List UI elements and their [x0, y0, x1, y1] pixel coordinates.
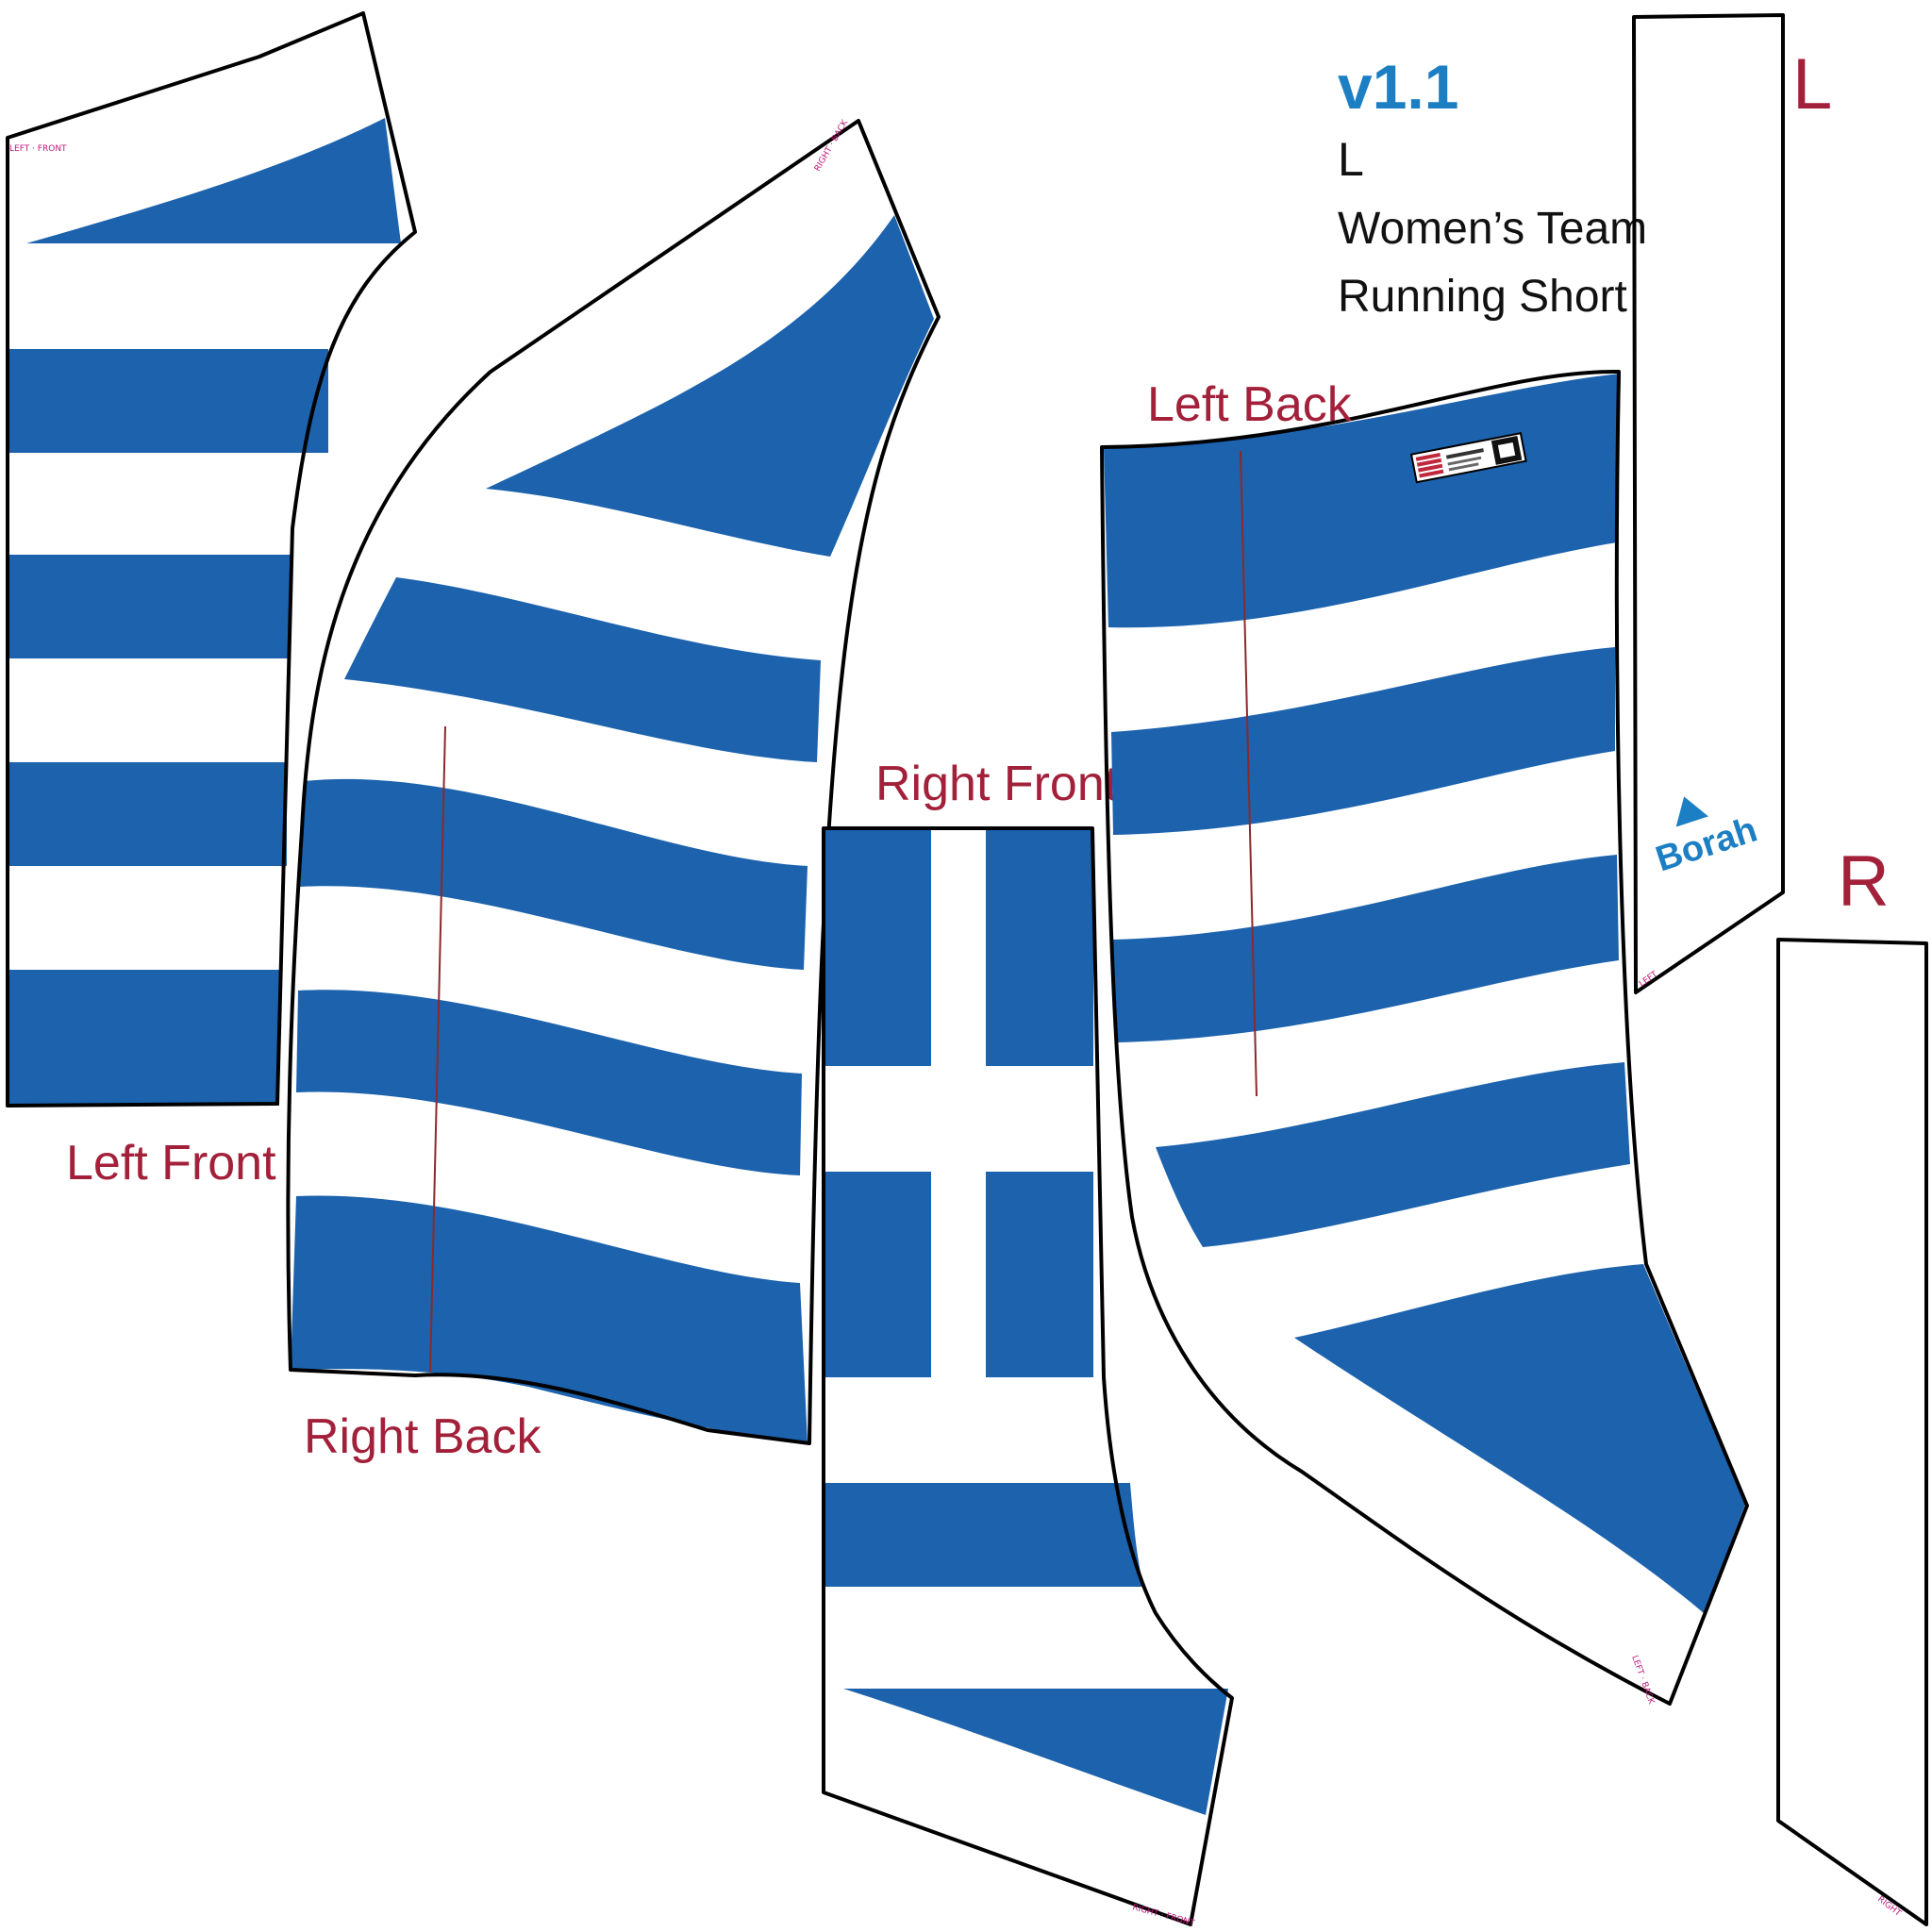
waistband-left: Borah LEFT: [1632, 13, 1785, 994]
waistband-right-mark: R: [1838, 841, 1890, 922]
svg-text:LEFT · BACK: LEFT · BACK: [1629, 1655, 1656, 1707]
product-name-line1: Women’s Team: [1338, 204, 1647, 254]
brand-text: Borah: [1651, 810, 1761, 880]
left-back-label: Left Back: [1147, 377, 1353, 432]
made-in-usa-label-icon: [1409, 432, 1527, 484]
right-back-panel: RIGHT · BACK: [286, 118, 941, 1445]
size-text: L: [1338, 133, 1364, 186]
svg-text:RIGHT · BACK: RIGHT · BACK: [813, 118, 851, 174]
right-back-label: Right Back: [304, 1409, 541, 1464]
product-name-line2: Running Short: [1338, 272, 1627, 322]
right-front-panel: RIGHT · FRONT: [822, 826, 1234, 1928]
version-text: v1.1: [1338, 52, 1458, 122]
right-front-label: Right Front: [875, 757, 1119, 811]
svg-text:LEFT: LEFT: [1638, 970, 1660, 990]
svg-text:RIGHT · FRONT: RIGHT · FRONT: [1131, 1903, 1195, 1928]
left-front-label: Left Front: [66, 1136, 276, 1191]
product-info: v1.1 L Women’s Team Running Short: [1338, 52, 1647, 322]
borah-logo-icon: Borah: [1651, 796, 1762, 880]
waistband-left-mark: L: [1792, 44, 1832, 125]
left-back-panel: LEFT · BACK: [1100, 369, 1749, 1707]
left-front-panel: LEFT · FRONT: [6, 11, 417, 1108]
waistband-right: RIGHT: [1776, 938, 1928, 1926]
svg-text:LEFT · FRONT: LEFT · FRONT: [9, 144, 67, 154]
